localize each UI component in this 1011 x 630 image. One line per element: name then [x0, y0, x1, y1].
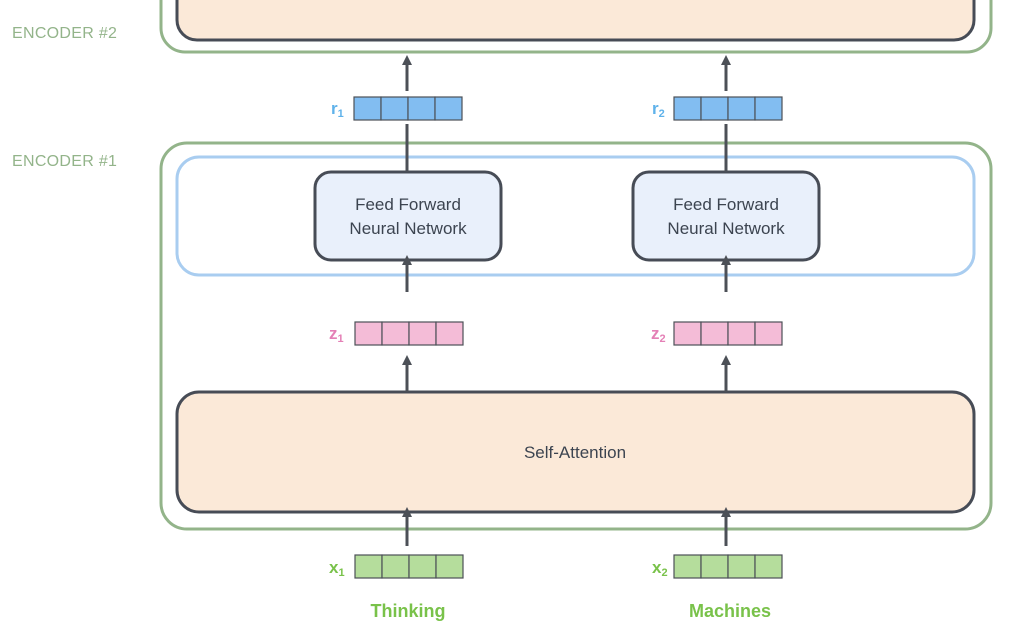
vector-x1-label: x1: [329, 558, 345, 579]
vector-x1-letter: x: [329, 558, 339, 577]
vector-x1-sub: 1: [338, 567, 344, 579]
encoder-2-self-attention-box: [175, 0, 976, 42]
vector-r2: r2: [652, 96, 783, 121]
vector-z1-letter: z: [329, 324, 338, 343]
vector-r1-cells: [353, 96, 463, 121]
encoder-1-label: ENCODER #1: [12, 153, 117, 170]
vector-r1-sub: 1: [338, 108, 344, 120]
vector-z2: z2: [651, 321, 783, 346]
ffnn-box-1-line2: Neural Network: [349, 219, 467, 238]
vector-x2-cells: [673, 554, 783, 579]
vector-z2-letter: z: [651, 324, 660, 343]
vector-x1: x1: [329, 554, 464, 579]
vector-r1: r1: [331, 96, 463, 121]
arrows: [402, 55, 731, 546]
vector-r1-label: r1: [331, 99, 344, 120]
vector-r2-sub: 2: [659, 108, 665, 120]
self-attention-label: Self-Attention: [524, 443, 626, 462]
self-attention-box: Self-Attention: [175, 390, 976, 514]
vector-x2: x2: [652, 554, 783, 579]
encoder-1: ENCODER #1 Feed Forward Neural Network F…: [12, 141, 993, 531]
vector-x2-label: x2: [652, 558, 668, 579]
ffnn-box-2: Feed Forward Neural Network: [631, 170, 821, 262]
vector-z1-label: z1: [329, 324, 344, 345]
vector-r2-cells: [673, 96, 783, 121]
input-word-2: Machines: [689, 601, 771, 621]
vector-x2-letter: x: [652, 558, 662, 577]
ffnn-box-2-line1: Feed Forward: [673, 195, 779, 214]
ffnn-box-2-line2: Neural Network: [667, 219, 785, 238]
self-attention-rect: [175, 390, 976, 514]
vector-z2-label: z2: [651, 324, 666, 345]
vector-r1-letter: r: [331, 99, 338, 118]
ffnn-box-1-line1: Feed Forward: [355, 195, 461, 214]
encoder-2: ENCODER #2: [12, 0, 993, 54]
vector-z1: z1: [329, 321, 464, 346]
ffnn-box-1-rect: [313, 170, 503, 262]
vector-z2-cells: [673, 321, 783, 346]
ffnn-layer-box: [175, 155, 976, 277]
vector-r2-label: r2: [652, 99, 665, 120]
ffnn-box-2-rect: [631, 170, 821, 262]
vector-x1-cells: [354, 554, 464, 579]
vector-x2-sub: 2: [661, 567, 667, 579]
ffnn-box-1: Feed Forward Neural Network: [313, 170, 503, 262]
vector-z1-cells: [354, 321, 464, 346]
encoder-2-label: ENCODER #2: [12, 25, 117, 42]
vector-z1-sub: 1: [338, 333, 344, 345]
vector-z2-sub: 2: [660, 333, 666, 345]
vector-r2-letter: r: [652, 99, 659, 118]
input-word-1: Thinking: [371, 601, 446, 621]
